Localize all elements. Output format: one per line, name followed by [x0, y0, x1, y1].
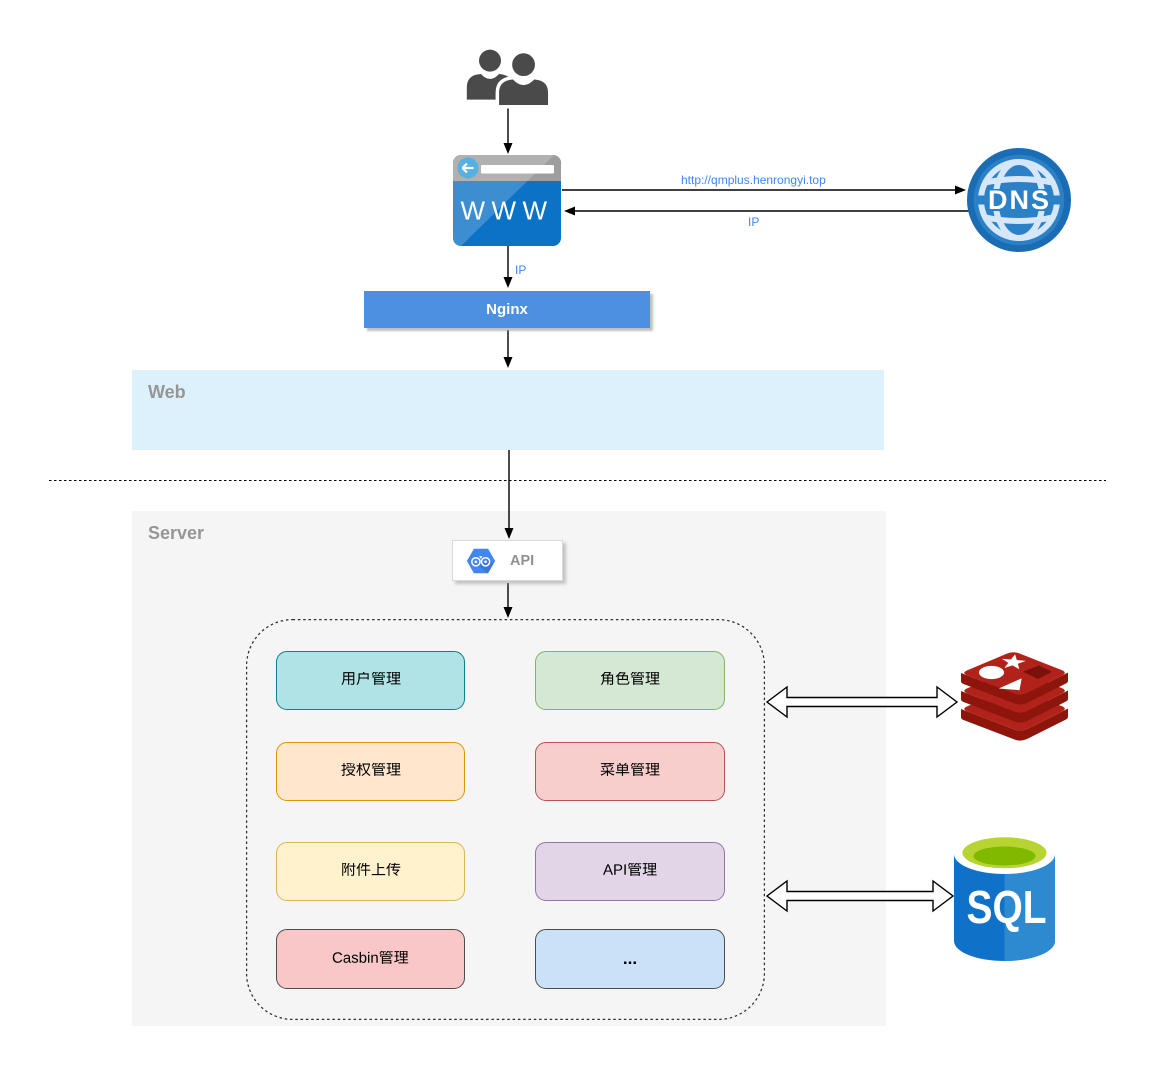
- svg-text:SQL: SQL: [967, 881, 1047, 933]
- svg-text:WWW: WWW: [460, 196, 553, 226]
- svg-text:DNS: DNS: [988, 185, 1051, 215]
